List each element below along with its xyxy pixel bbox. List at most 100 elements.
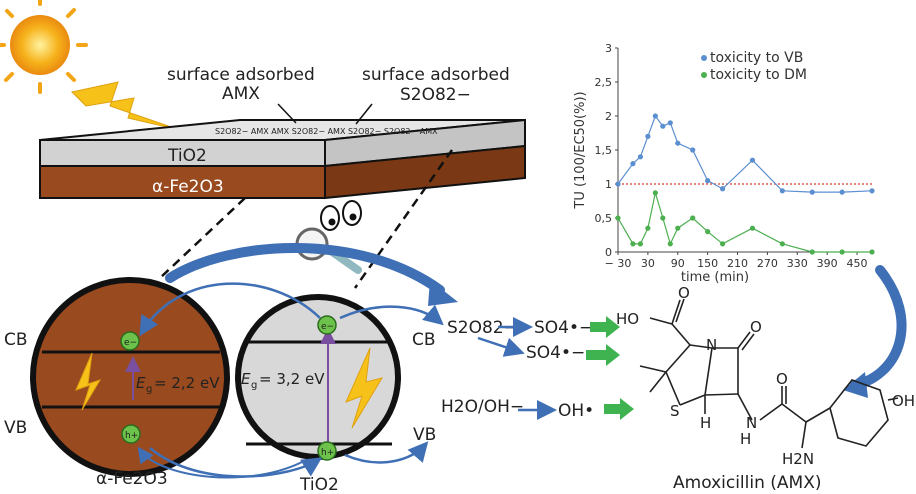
- lightning-icon: [70, 81, 181, 131]
- sun-icon: [0, 0, 88, 94]
- chart-point: [630, 161, 636, 167]
- chart-point: [779, 188, 785, 194]
- electron-left: [120, 331, 140, 351]
- hole-label-right: h+: [321, 448, 334, 458]
- chart-point: [749, 225, 756, 231]
- green-arrow-1: [590, 316, 620, 338]
- chart-x-tick-label: 270: [757, 257, 778, 270]
- hole-left: [121, 424, 141, 444]
- chart-point: [869, 188, 875, 194]
- chart-x-tick-label: 330: [787, 257, 808, 270]
- persulfate-label: S2O82−: [447, 318, 518, 338]
- chart-point: [615, 215, 621, 221]
- ho-label: HO: [616, 310, 639, 328]
- chart-series-line: [617, 114, 873, 193]
- chart-point: [705, 178, 711, 184]
- fe2o3-layer-label: α-Fe2O3: [152, 177, 224, 197]
- chart-point: [705, 229, 711, 235]
- tio2-particle-label: TiO2: [299, 475, 339, 494]
- chart-point: [690, 215, 696, 221]
- eg-value-right: = 3,2 eV: [259, 370, 325, 388]
- chart-series-line: [617, 192, 872, 253]
- water-label: H2O/OH−: [441, 397, 524, 417]
- chart-y-tick-label: 0: [605, 246, 612, 259]
- nh-h-label: H: [740, 430, 751, 448]
- green-arrow-2: [586, 344, 620, 366]
- chart-legend-label: toxicity to VB: [710, 50, 803, 66]
- chart-legend-marker: [701, 72, 707, 78]
- chart-x-tick-label: − 30: [605, 257, 632, 270]
- chart-point: [809, 249, 815, 255]
- chart-point: [690, 147, 696, 153]
- s2o8-label-line1: surface adsorbed: [362, 65, 510, 85]
- chart-y-tick-label: 2: [605, 110, 612, 123]
- nh2-label: H2N: [782, 450, 814, 468]
- chart-x-label: time (min): [681, 270, 749, 285]
- chart-y-tick-label: 2,5: [595, 76, 613, 89]
- n-label: N: [706, 336, 717, 354]
- chart-legend-marker: [701, 55, 707, 61]
- vb-label-left: VB: [4, 418, 27, 438]
- chart-x-tick-label: 390: [817, 257, 838, 270]
- eg-value-left: = 2,2 eV: [154, 374, 220, 392]
- h-label: H: [700, 414, 711, 432]
- electron-right: [317, 315, 337, 335]
- chart-point: [779, 241, 785, 247]
- chart-point: [749, 157, 756, 163]
- chart-point: [809, 189, 815, 195]
- chart-x-tick-label: 150: [697, 257, 718, 270]
- slab-surface-species: S2O82− AMX AMX S2O82− AMX S2O82− S2O82− …: [215, 127, 438, 136]
- chart-y-tick-label: 1,5: [595, 144, 613, 157]
- chart-point: [839, 249, 845, 255]
- chart-y-label: TU (100/EC50(%)): [573, 91, 588, 209]
- magnifier-icon: [295, 200, 362, 274]
- chart-point: [719, 241, 726, 247]
- nh-label: N: [746, 414, 757, 432]
- chart-point: [667, 120, 673, 126]
- tio2-particle: [235, 294, 401, 460]
- hydroxyl-radical: OH•: [558, 401, 594, 421]
- fe2o3-particle: [30, 277, 230, 477]
- chart-point: [660, 215, 666, 221]
- chart-point: [637, 241, 644, 247]
- hole-right: [317, 441, 337, 461]
- tio2-layer-label: TiO2: [167, 146, 207, 166]
- chart-point: [667, 241, 673, 247]
- amoxicillin-name: Amoxicillin (AMX): [673, 473, 821, 493]
- chart-point: [652, 190, 658, 196]
- chart-x-tick-label: 30: [641, 257, 655, 270]
- chart-point: [630, 241, 636, 247]
- s2o8-label-line2: S2O82−: [400, 85, 471, 105]
- green-arrow-3: [604, 398, 634, 420]
- eg-sub-right: g: [251, 380, 257, 391]
- chart-point: [869, 249, 875, 255]
- chart-point: [719, 186, 726, 192]
- eg-sub-left: g: [146, 384, 152, 395]
- s-label: S: [670, 402, 680, 420]
- chart-y-tick-label: 1: [605, 178, 612, 191]
- chart-point: [839, 189, 845, 195]
- vb-label-right: VB: [413, 425, 436, 445]
- sulfate-radical-2: SO4•−: [526, 343, 585, 363]
- chart-x-tick-label: 450: [847, 257, 868, 270]
- chart-point: [660, 123, 666, 129]
- amoxicillin-structure: [639, 298, 899, 449]
- chart-y-tick-label: 3: [605, 42, 612, 55]
- chart-y-tick-label: 0,5: [595, 212, 613, 225]
- eg-symbol-right: E: [241, 370, 251, 388]
- chart-point: [675, 140, 681, 146]
- o-label-3: O: [776, 370, 788, 388]
- eg-symbol-left: E: [136, 374, 146, 392]
- chart-point: [645, 133, 651, 139]
- oh-label: OH: [892, 392, 915, 410]
- electron-label-left: e−: [124, 338, 137, 348]
- electron-label-right: e−: [321, 322, 334, 332]
- amx-label-line1: surface adsorbed: [167, 65, 315, 85]
- catalyst-slab: [39, 118, 526, 200]
- cb-label-right: CB: [412, 330, 436, 350]
- chart-point: [652, 113, 658, 119]
- chart-point: [637, 154, 644, 160]
- fe2o3-particle-label: α-Fe2O3: [96, 469, 168, 489]
- sulfate-radical-1: SO4•−: [534, 318, 593, 338]
